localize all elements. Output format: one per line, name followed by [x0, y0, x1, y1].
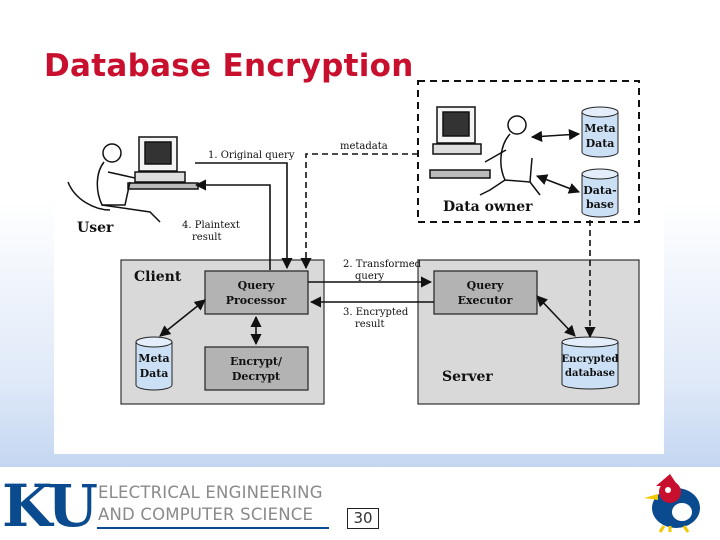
- client-metadata-cylinder: [135, 336, 173, 391]
- owner-db-line2: base: [586, 198, 614, 211]
- query-processor-line2: Processor: [226, 294, 287, 307]
- query-executor-box: [433, 270, 538, 315]
- encrypt-decrypt-line1: Encrypt/: [230, 355, 283, 368]
- encrypted-db-line2: database: [565, 368, 615, 379]
- encrypted-db-line1: Encrypted: [561, 354, 618, 365]
- encrypt-decrypt-box: [204, 346, 309, 391]
- arrow-plaintext-result: [194, 179, 271, 270]
- query-processor-box: [204, 270, 309, 315]
- owner-meta-line2: Data: [586, 137, 615, 150]
- encrypt-decrypt-line2: Decrypt: [232, 370, 281, 383]
- department-line-1: ELECTRICAL ENGINEERING: [98, 483, 323, 502]
- edge-transformed-line2: query: [355, 271, 385, 282]
- edge-transformed-line1: 2. Transformed: [343, 259, 422, 270]
- server-label: Server: [442, 369, 493, 385]
- owner-database-cylinder: [581, 168, 619, 218]
- user-label: User: [77, 220, 114, 236]
- owner-meta-line1: Meta: [584, 122, 615, 135]
- jayhawk-mascot-icon: [644, 474, 700, 533]
- client-label: Client: [134, 269, 182, 285]
- data-owner-label: Data owner: [443, 199, 533, 215]
- data-owner-box: [417, 80, 640, 223]
- arrow-metadata: [300, 153, 418, 270]
- encrypted-database-cylinder: [561, 336, 619, 390]
- arrow-original-query: [195, 162, 293, 270]
- database-encryption-diagram: User Data owner Client Server Meta Data …: [67, 80, 640, 405]
- query-executor-line1: Query: [467, 279, 504, 292]
- client-meta-line2: Data: [140, 367, 169, 380]
- edge-encrypted-line2: result: [355, 319, 385, 330]
- arrow-owner-meta: [530, 129, 581, 142]
- department-line-2: AND COMPUTER SCIENCE: [98, 505, 314, 524]
- edge-original-query-label: 1. Original query: [208, 150, 295, 161]
- owner-db-line1: Data-: [583, 184, 616, 197]
- edge-plaintext-line2: result: [192, 232, 222, 243]
- slide-title: Database Encryption: [44, 48, 414, 84]
- query-processor-line1: Query: [238, 279, 275, 292]
- arrow-processor-client-meta: [159, 299, 206, 337]
- page-number: 30: [347, 508, 379, 529]
- arrow-owner-database: [535, 174, 581, 194]
- edge-plaintext-line1: 4. Plaintext: [182, 220, 240, 231]
- data-owner-figure: [429, 106, 541, 196]
- arrow-executor-encrypted-db: [536, 295, 576, 337]
- client-meta-line1: Meta: [138, 352, 169, 365]
- department-underline: [97, 527, 329, 529]
- ku-logo: KU: [2, 472, 98, 540]
- edge-encrypted-line1: 3. Encrypted: [343, 307, 409, 318]
- edge-metadata-label: metadata: [340, 141, 388, 152]
- department-name: ELECTRICAL ENGINEERING AND COMPUTER SCIE…: [98, 482, 323, 526]
- user-figure: [67, 136, 199, 223]
- owner-metadata-cylinder: [581, 106, 619, 158]
- query-executor-line2: Executor: [458, 294, 513, 307]
